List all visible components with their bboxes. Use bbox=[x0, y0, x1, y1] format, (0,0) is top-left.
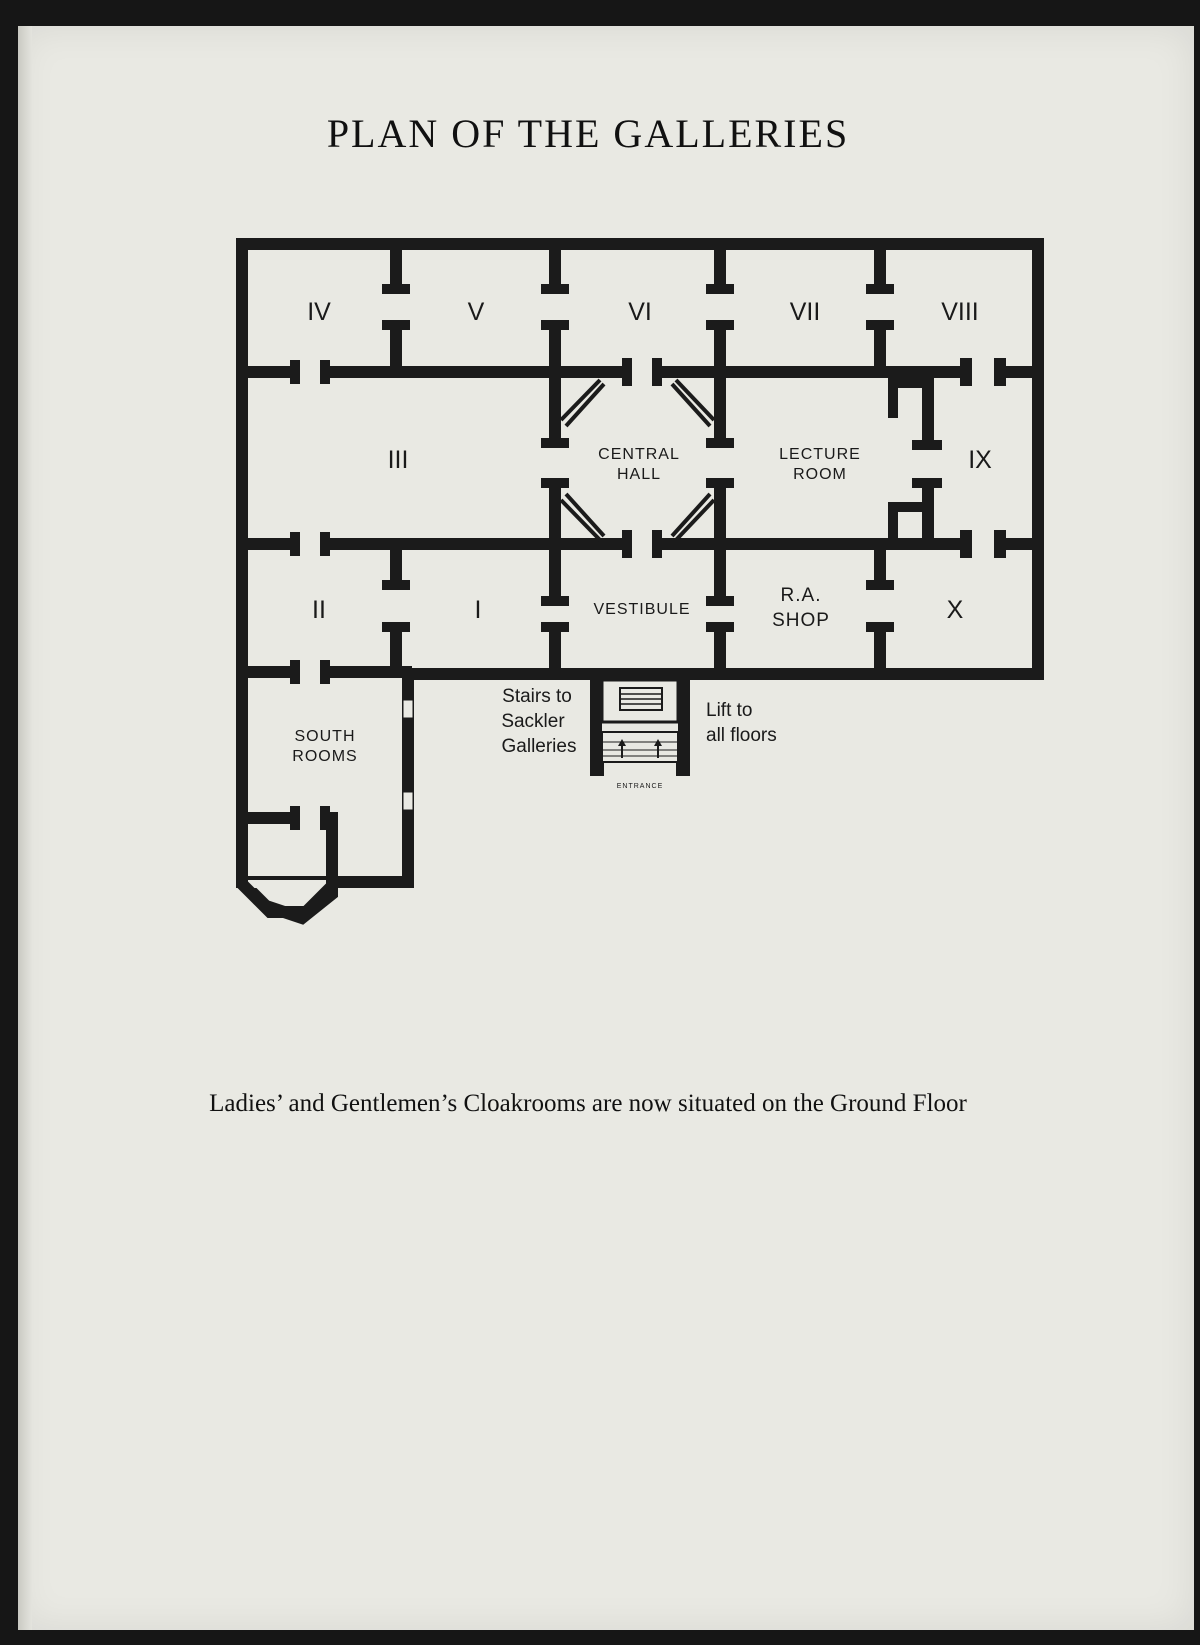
ra-shop-label-1: R.A. bbox=[781, 585, 822, 606]
stairs-note-1: Stairs to bbox=[502, 686, 572, 707]
gallery-ii-label: II bbox=[312, 596, 326, 624]
gallery-i-label: I bbox=[475, 596, 482, 624]
gallery-x-label: X bbox=[947, 596, 964, 624]
lecture-room-label-1: LECTURE bbox=[779, 446, 861, 463]
entrance-label: ENTRANCE bbox=[617, 783, 664, 790]
gallery-iv-label: IV bbox=[307, 298, 331, 326]
stairs-note-2: Sackler bbox=[501, 711, 565, 732]
gallery-iii-label: III bbox=[388, 446, 409, 474]
lift-note-2: all floors bbox=[706, 725, 777, 746]
gallery-ix-label: IX bbox=[968, 446, 992, 474]
south-rooms-label-1: SOUTH bbox=[295, 728, 356, 745]
lecture-room-label-2: ROOM bbox=[793, 466, 847, 483]
door-swings bbox=[559, 378, 716, 542]
gallery-viii-label: VIII bbox=[941, 298, 979, 326]
page-title: PLAN OF THE GALLERIES bbox=[326, 111, 850, 156]
central-hall-label-1: CENTRAL bbox=[598, 446, 680, 463]
plan-gap-fill bbox=[248, 880, 328, 888]
brochure-page bbox=[18, 26, 1194, 1630]
south-rooms-label-2: ROOMS bbox=[292, 748, 357, 765]
cloakroom-notice: Ladies’ and Gentlemen’s Cloakrooms are n… bbox=[209, 1090, 967, 1117]
stairs-icon bbox=[600, 678, 680, 763]
door-ticks bbox=[402, 699, 414, 811]
stairs-note-3: Galleries bbox=[502, 736, 577, 757]
plan-walls bbox=[236, 238, 1044, 888]
central-hall-label-2: HALL bbox=[617, 466, 661, 483]
gallery-vii-label: VII bbox=[790, 298, 821, 326]
lift-note-1: Lift to bbox=[706, 700, 752, 721]
gallery-vi-label: VI bbox=[628, 298, 652, 326]
page-edge bbox=[18, 26, 32, 1630]
gallery-v-label: V bbox=[468, 298, 485, 326]
ra-shop-label-2: SHOP bbox=[772, 610, 830, 631]
vestibule-label: VESTIBULE bbox=[593, 601, 690, 618]
